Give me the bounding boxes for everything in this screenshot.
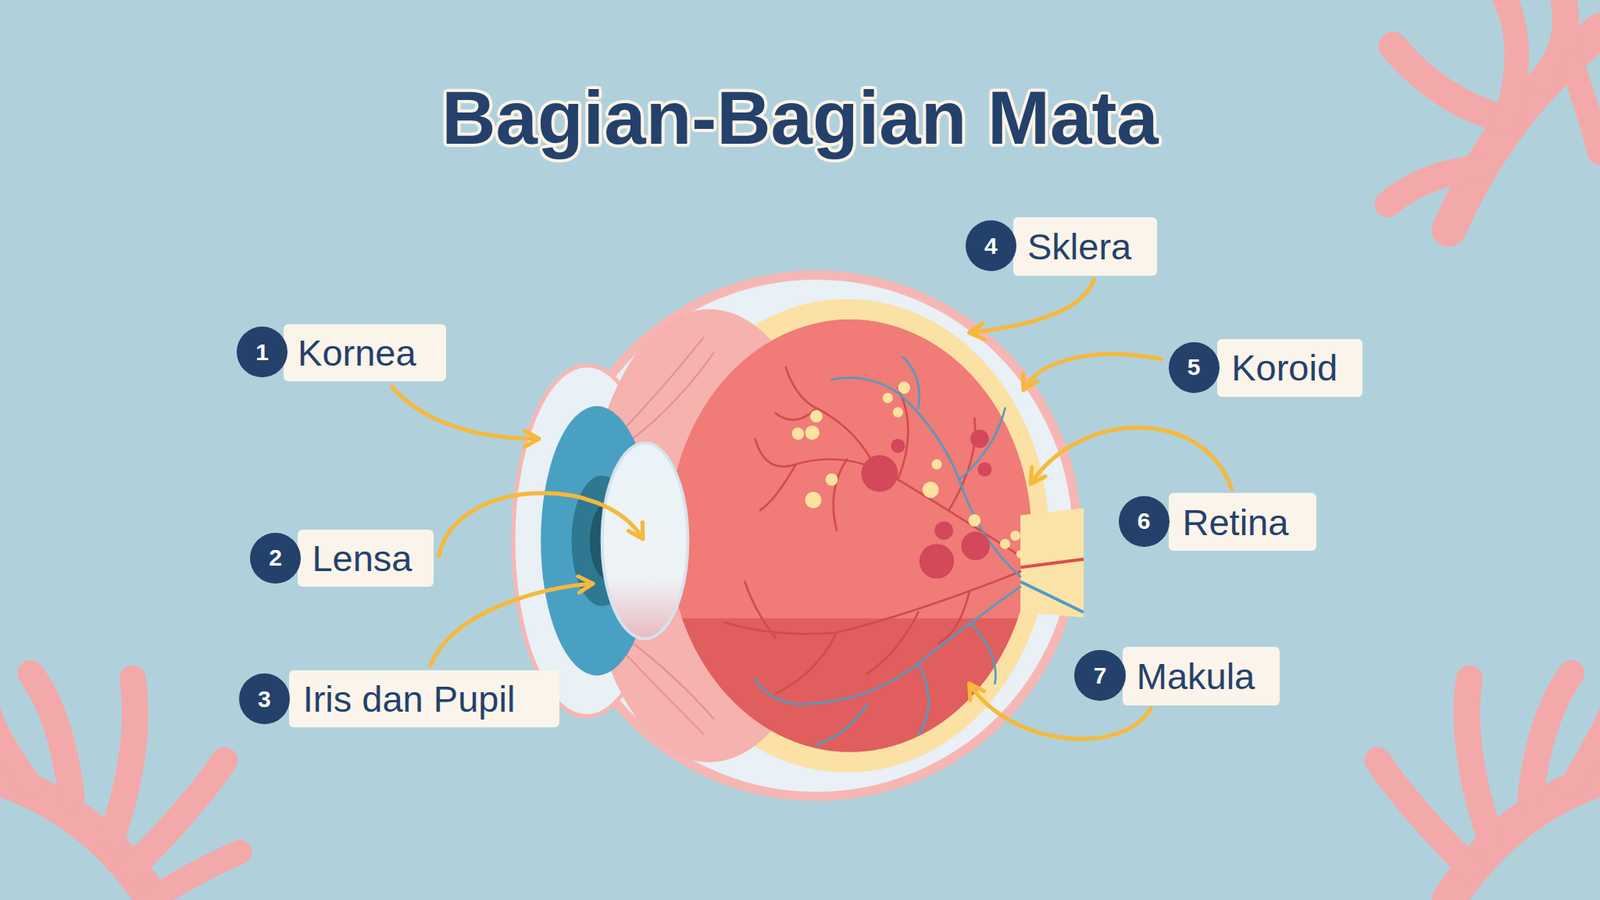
number-circle: 2: [250, 532, 301, 584]
retina-spots-part-part: [882, 392, 893, 404]
retina-spots-part-part: [1000, 539, 1011, 550]
retina-spots-part-part: [897, 381, 911, 394]
retina-spots-part-part: [892, 407, 904, 418]
blood-vessels-part-part: [969, 622, 997, 684]
eyeball-part: [602, 442, 689, 640]
diagram-title: Bagian-Bagian Mata: [0, 76, 1600, 160]
retina-spots-part: [860, 429, 992, 579]
corner-leaves-part: [1392, 46, 1509, 121]
blood-vessels-part-part: [775, 407, 817, 420]
part-label: Lensa: [311, 539, 412, 577]
blood-vessels-part-part: [724, 571, 1021, 634]
corner-leaves-part: [1571, 60, 1600, 154]
corner-leaves-part: [153, 852, 240, 899]
blood-vessels-part-part: [760, 464, 797, 511]
leader-arrow-part: [430, 583, 593, 665]
corner-leaves-part: [1500, 0, 1517, 123]
corner-leaves-part: [1571, 714, 1600, 786]
eyeball-part: [653, 618, 1061, 783]
retina-spots-part-part: [860, 455, 898, 493]
label-box: Koroid: [1217, 339, 1362, 397]
blood-vessels-part: [724, 367, 1021, 694]
blood-vessels-part-part: [775, 632, 837, 694]
part-label: Kornea: [297, 334, 417, 372]
retina-spots-part-part: [805, 492, 822, 509]
label-box: Lensa: [297, 529, 434, 587]
part-label: Makula: [1136, 657, 1256, 695]
retina-spots-part-part: [825, 473, 839, 486]
eyeball-part-part: [624, 336, 704, 429]
blood-vessels-part-part: [831, 378, 1021, 577]
blood-vessels: [724, 357, 1021, 745]
number-circle: 5: [1168, 342, 1220, 393]
number-circle: 6: [1118, 496, 1170, 547]
leader-arrow-part: [1030, 427, 1232, 489]
number-circle: 4: [965, 220, 1017, 272]
label-box: Kornea: [283, 324, 447, 382]
blood-vessels-part-part: [755, 586, 1022, 704]
part-label: Iris dan Pupil: [303, 680, 516, 718]
eyeball-part-part: [624, 653, 704, 735]
blood-vessels-part-part: [918, 663, 929, 735]
part-label: Koroid: [1231, 349, 1338, 386]
retina-spots-part-part: [970, 429, 990, 449]
label-box: Iris dan Pupil: [289, 670, 560, 728]
blood-vessels-part-part: [833, 459, 847, 531]
label-box: Sklera: [1013, 217, 1158, 275]
callout-number: 5: [1187, 355, 1201, 379]
callout-number: 7: [1093, 664, 1108, 688]
eyeball: [513, 270, 1084, 801]
eyeball-part: [1020, 581, 1084, 612]
number-circle: 7: [1074, 650, 1125, 701]
retina-spots-part-part: [1016, 550, 1025, 558]
retina-spots-part-part: [1010, 530, 1021, 541]
retina-spots-part-part: [810, 410, 823, 423]
part-label: Retina: [1182, 503, 1290, 541]
retina-spots-part-part: [931, 459, 942, 470]
leader-arrow-part: [969, 279, 1094, 333]
blood-vessels-part-part: [959, 407, 1006, 479]
blood-vessels-part-part: [744, 581, 775, 638]
retina-spots-part-part: [919, 543, 954, 579]
corner-leaves-part: [0, 714, 31, 786]
blood-vessels-part: [755, 357, 1022, 745]
eyeball-part: [550, 270, 1082, 801]
retina-spots-part-part: [960, 531, 990, 561]
callout-number: 6: [1137, 509, 1151, 533]
corner-leaves-part: [1377, 760, 1470, 868]
corner-leaves-part: [1387, 168, 1480, 205]
label-box: Makula: [1122, 646, 1280, 705]
blood-vessels-part-part: [816, 703, 868, 745]
retina-spots-part-part: [922, 481, 940, 498]
callout-number: 4: [984, 234, 998, 258]
corner-leaves-part: [1467, 678, 1490, 837]
callout-number: 3: [257, 687, 272, 711]
retina-spots-part-part: [968, 514, 982, 527]
retina-spots-part-part: [792, 427, 805, 440]
blood-vessels-part-part: [867, 612, 918, 674]
callout-number: 2: [268, 546, 283, 570]
retina-spots: [792, 381, 1025, 579]
retina-spots-part-part: [805, 425, 820, 440]
eyeball-part: [1020, 507, 1084, 618]
leader-arrow-part: [392, 386, 540, 440]
part-label: Sklera: [1027, 228, 1132, 265]
number-circle: 3: [239, 673, 290, 725]
eyeball-part: [1020, 559, 1084, 568]
retina-spots-part: [792, 381, 1025, 558]
retina-spots-part-part: [977, 462, 992, 477]
retina-spots-part-part: [934, 521, 954, 540]
callout-number: 1: [255, 340, 269, 365]
leader-arrow-part: [439, 492, 643, 557]
corner-leaves-part: [112, 678, 136, 837]
leader-arrow-part: [1023, 353, 1161, 390]
corner-leaves-part: [132, 760, 225, 868]
label-box: Retina: [1168, 492, 1317, 551]
eyeball-part: [560, 279, 1073, 793]
retina-spots-part-part: [890, 439, 905, 454]
